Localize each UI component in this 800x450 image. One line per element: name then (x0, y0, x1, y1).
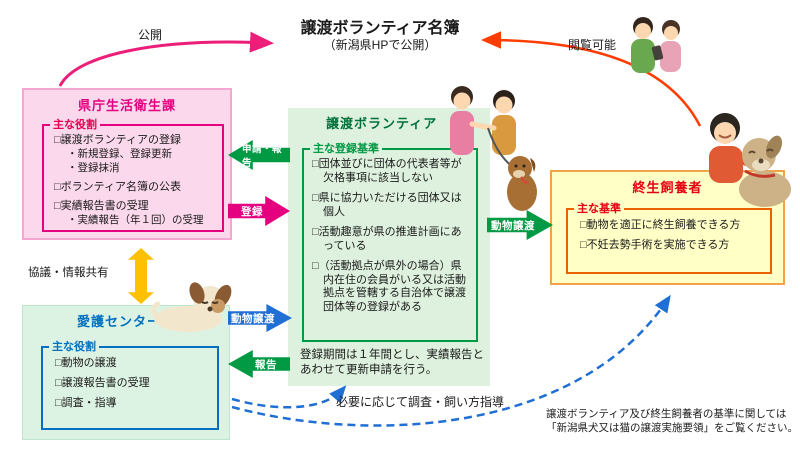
list-item: □動物を適正に終生飼養できる方 (580, 219, 741, 231)
animal-center-legend: 主な役割 (49, 340, 99, 354)
footnote-line-1: 譲渡ボランティア及び終生飼養者の基準に関しては (546, 408, 787, 420)
list-item: □譲渡ボランティアの登録 (54, 134, 181, 146)
list-item: □（活動拠点が県外の場合）県内在住の会員がいる又は活動拠点を管轄する自治体で譲渡… (312, 260, 466, 313)
animal-center-box: 愛護センター等 主な役割 □動物の譲渡 □譲渡報告書の受理 □調査・指導 (22, 305, 230, 440)
report-label: 報告 (255, 358, 277, 371)
resting-dog-illustration (150, 282, 232, 332)
pref-office-title: 県庁生活衛生課 (77, 98, 176, 113)
page-subtitle: （新潟県HPで公開） (323, 38, 437, 52)
list-item: ・登録抹消 (67, 162, 120, 174)
caretaker-legend: 主な基準 (574, 202, 624, 216)
couple-viewing-phone-illustration (631, 17, 681, 73)
volunteer-note: 登録期間は１年間とし、実績報告とあわせて更新申請を行う。 (300, 349, 484, 376)
pref-office-frame: 主な役割 □譲渡ボランティアの登録 ・新規登録、登録更新 ・登録抹消 □ボランテ… (42, 118, 224, 232)
volunteer-legend: 主な登録基準 (310, 142, 382, 156)
volunteer-title: 譲渡ボランティア (326, 116, 438, 131)
pref-office-box: 県庁生活衛生課 主な役割 □譲渡ボランティアの登録 ・新規登録、登録更新 ・登録… (22, 88, 232, 240)
list-item: ・新規登録、登録更新 (67, 148, 172, 160)
list-item: □県に協力いただける団体又は個人 (312, 192, 462, 218)
list-item: □団体並びに団体の代表者等が欠格事項に該当しない (312, 158, 462, 184)
list-item: □活動趣意が県の推進計画にあっている (312, 226, 462, 252)
guidance-arrow-to-volunteer (231, 385, 347, 409)
footnote: 譲渡ボランティア及び終生飼養者の基準に関しては 「新潟県犬又は猫の譲渡実施要領」… (546, 407, 798, 435)
list-item: ・実績報告（年１回）の受理 (67, 214, 204, 226)
footnote-line-2: 「新潟県犬又は猫の譲渡実施要領」をご覧ください。 (546, 422, 798, 434)
publish-arrow (58, 31, 274, 87)
girl-hugging-dog-illustration (709, 113, 791, 207)
list-item: □不妊去勢手術を実施できる方 (580, 239, 730, 251)
caretaker-frame: 主な基準 □動物を適正に終生飼養できる方 □不妊去勢手術を実施できる方 (566, 202, 772, 274)
consultation-label: 協議・情報共有 (28, 267, 109, 279)
volunteer-receiving-dog-illustration (450, 86, 537, 211)
apply-report-label: 申請・報告 (242, 144, 283, 169)
page-title: 譲渡ボランティア名簿 (300, 20, 460, 37)
register-arrow: 登録 (228, 196, 290, 226)
caretaker-title: 終生飼養者 (632, 180, 703, 195)
viewable-label: 閲覧可能 (568, 38, 617, 52)
pref-office-legend: 主な役割 (50, 118, 100, 132)
report-arrow: 報告 (228, 350, 290, 378)
animal-transfer-label: 動物譲渡 (491, 219, 535, 232)
list-item: □実績報告書の受理 (54, 200, 149, 212)
guidance-label: 必要に応じて調査・飼い方指導 (336, 395, 505, 409)
list-item: □調査・指導 (55, 397, 117, 409)
list-item: □譲渡報告書の受理 (55, 377, 150, 389)
animal-center-frame: 主な役割 □動物の譲渡 □譲渡報告書の受理 □調査・指導 (41, 340, 219, 430)
register-label: 登録 (241, 205, 263, 218)
list-item: □動物の譲渡 (55, 357, 117, 369)
apply-report-arrow: 申請・報告 (228, 140, 290, 170)
animal-center-title: 愛護センター等 (76, 314, 175, 329)
list-item: □ボランティア名簿の公表 (54, 181, 181, 193)
publish-label: 公開 (138, 28, 163, 42)
